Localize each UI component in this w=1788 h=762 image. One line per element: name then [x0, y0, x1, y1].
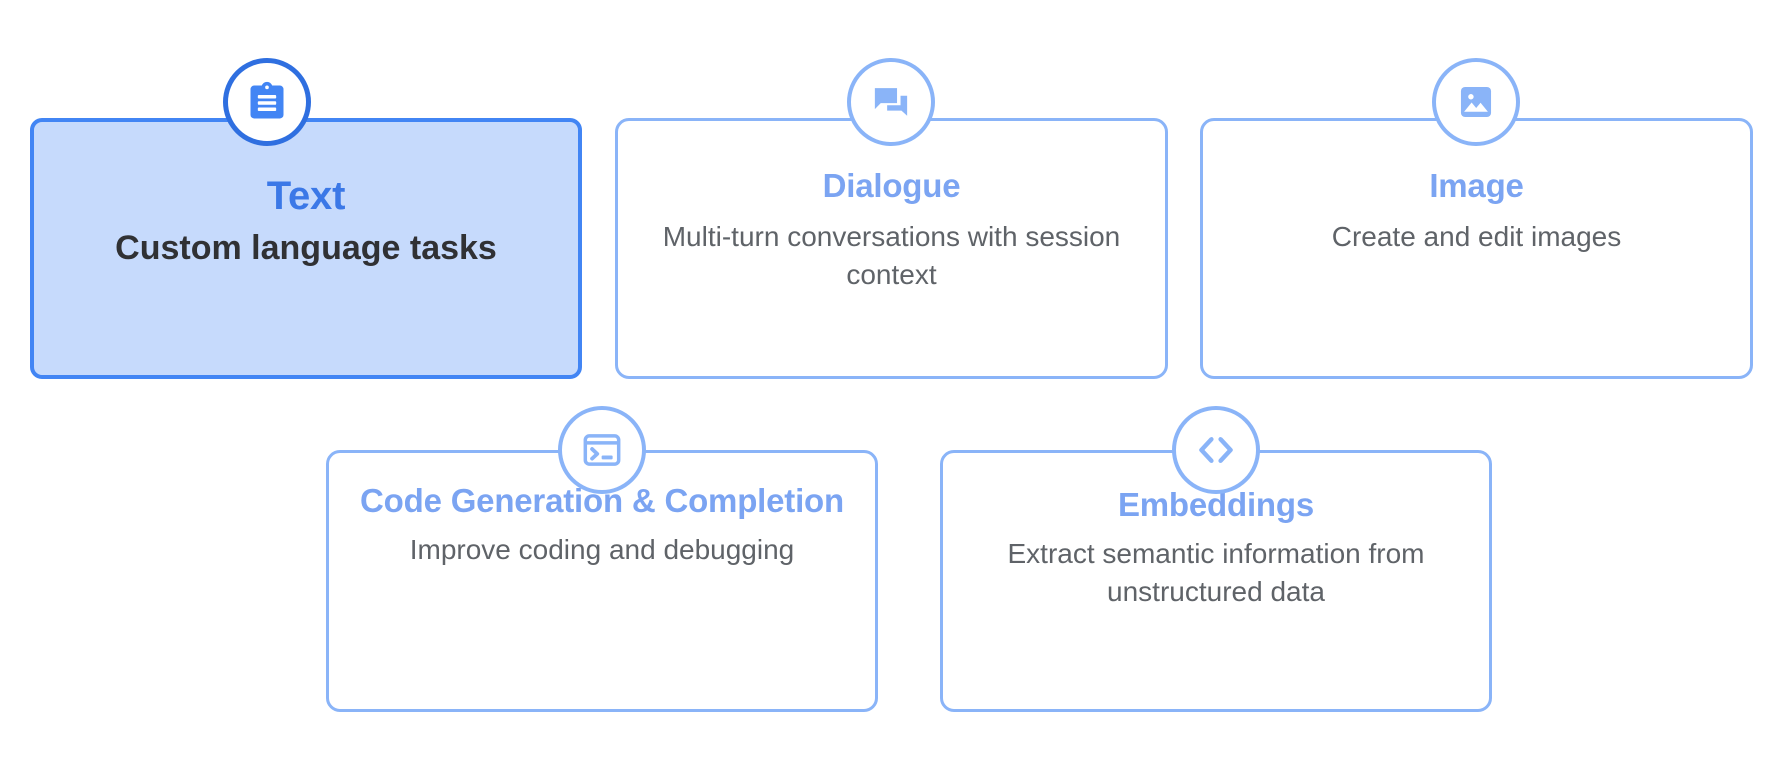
- terminal-icon: [558, 406, 646, 494]
- card-description-dialogue: Multi-turn conversations with session co…: [662, 221, 1121, 291]
- card-title-dialogue: Dialogue: [822, 167, 961, 204]
- card-title-image: Image: [1429, 167, 1524, 204]
- capability-card-text[interactable]: Text Custom language tasks: [30, 118, 582, 379]
- code-chevrons-icon: [1172, 406, 1260, 494]
- card-description-text: Custom language tasks: [115, 229, 497, 267]
- card-description-embeddings: Extract semantic information from unstru…: [1007, 538, 1425, 608]
- clipboard-icon: [223, 58, 311, 146]
- chat-bubbles-icon: [847, 58, 935, 146]
- card-title-text: Text: [266, 174, 346, 218]
- capability-card-dialogue[interactable]: Dialogue Multi-turn conversations with s…: [615, 118, 1168, 379]
- capability-card-image[interactable]: Image Create and edit images: [1200, 118, 1753, 379]
- picture-icon: [1432, 58, 1520, 146]
- card-description-image: Create and edit images: [1331, 221, 1622, 253]
- card-description-code-generation: Improve coding and debugging: [409, 534, 795, 566]
